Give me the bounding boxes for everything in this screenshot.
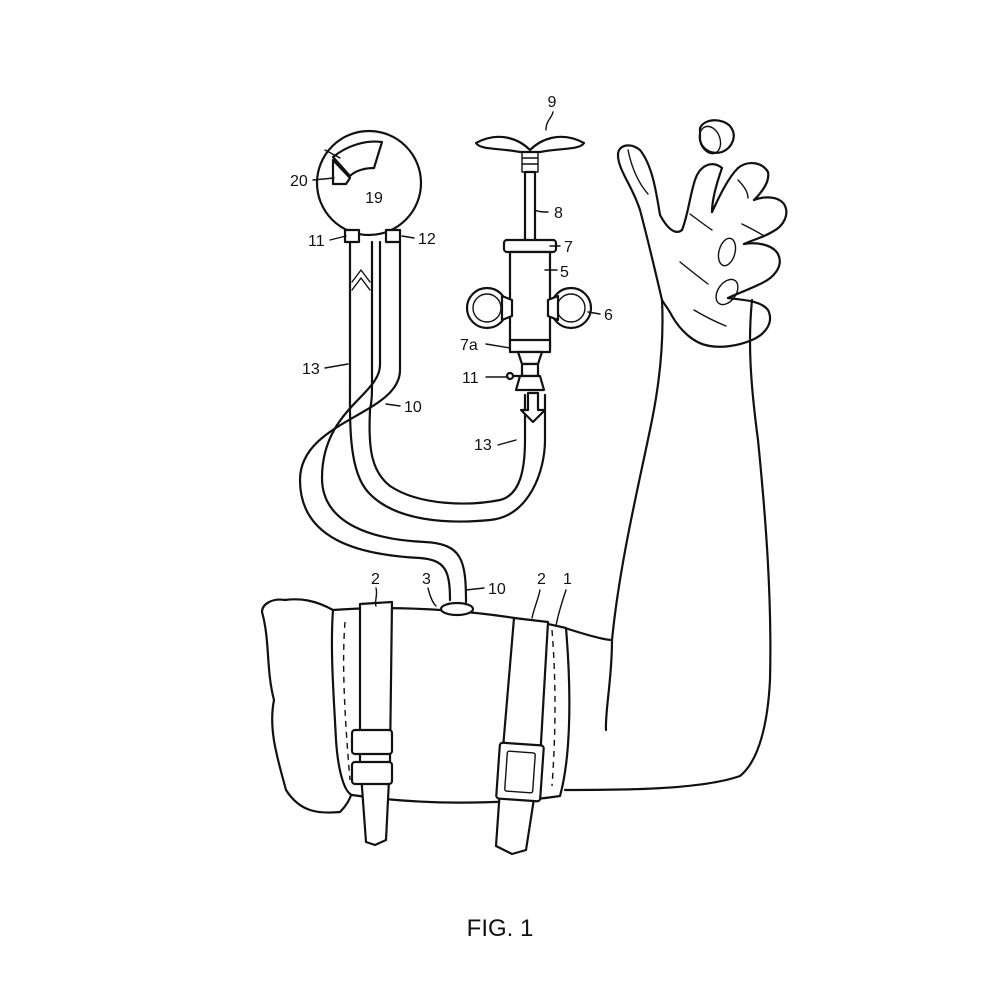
label-strap-left: 2 [371,571,380,588]
tubing [300,242,545,602]
label-cuff-tube-lower: 10 [488,581,506,598]
label-pump-tube: 13 [474,437,492,454]
flow-chevron-icon [352,270,370,290]
pressure-gauge [317,131,421,242]
label-gauge-tube: 13 [302,361,320,378]
label-strap-right: 2 [537,571,546,588]
figure-caption: FIG. 1 [467,915,534,942]
pump-syringe [467,137,591,390]
plunger-rod [525,172,535,242]
label-gauge-port: 12 [418,231,436,248]
label-gauge-scale: 20 [290,173,308,190]
finger-ring-left [467,288,512,328]
label-plunger-rod: 8 [554,205,563,222]
label-gauge-valve: 11 [308,233,325,250]
label-gauge-dial: 19 [365,190,383,207]
cylinder-bottom-cap [510,340,550,352]
label-cuff-port: 3 [422,571,431,588]
cylinder-top-cap [504,240,556,252]
label-cuff: 1 [563,571,572,588]
cuff-port [441,603,473,615]
label-cuff-tube-upper: 10 [404,399,422,416]
label-plunger-handle: 9 [548,94,557,111]
arm-drawing [565,120,786,790]
label-pump-valve: 11 [462,370,479,387]
label-finger-ring: 6 [604,307,613,324]
label-cylinder-bottom-cap: 7a [460,337,478,354]
finger-ring-right [548,288,591,328]
plunger-handle [476,137,584,152]
label-pump-cylinder: 5 [560,264,569,281]
cuff [332,602,569,854]
pump-valve [522,364,538,376]
pump-cylinder [510,252,550,348]
label-cylinder-top-cap: 7 [564,239,573,256]
